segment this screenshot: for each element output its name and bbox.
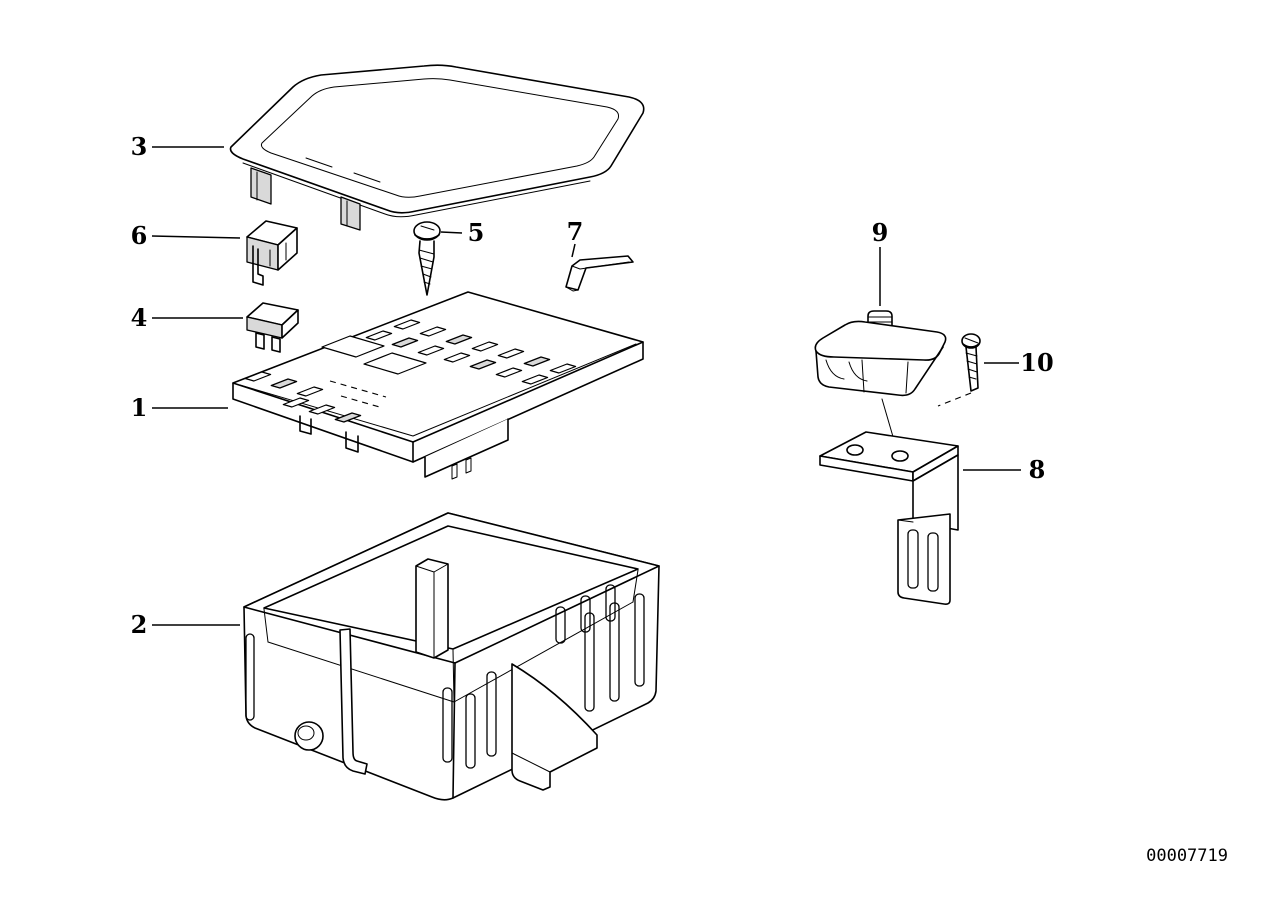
fuse-slot-cluster-left [244,371,362,423]
fuse-slot-row-upper [393,319,577,374]
callout-6[interactable]: 6 [131,221,148,250]
callout-10[interactable]: 10 [1020,348,1053,377]
callout-8[interactable]: 8 [1029,455,1046,484]
part-bracket [819,431,959,605]
callout-5-leader [440,231,463,234]
part-fuse-box-lower [243,512,660,801]
part-screw-large [413,221,441,296]
part-diagnosis-connector [814,310,947,448]
callout-7[interactable]: 7 [567,217,584,246]
callout-4[interactable]: 4 [131,303,148,332]
callout-9[interactable]: 9 [872,218,889,247]
callout-5[interactable]: 5 [468,218,485,247]
part-fuse-box-upper [232,291,644,480]
part-fuse [246,302,299,353]
part-screw-small [937,333,981,407]
callout-2[interactable]: 2 [131,610,148,639]
callout-7-leader [571,243,576,258]
part-retaining-clip [565,255,634,292]
drawing-number: 00007719 [1146,846,1228,866]
fuse-slot-row-lower [365,330,549,385]
part-cover [229,64,645,231]
callout-6-leader [151,235,241,239]
part-relay-retainer [246,220,298,286]
callout-1[interactable]: 1 [131,393,148,422]
callout-3[interactable]: 3 [131,132,148,161]
